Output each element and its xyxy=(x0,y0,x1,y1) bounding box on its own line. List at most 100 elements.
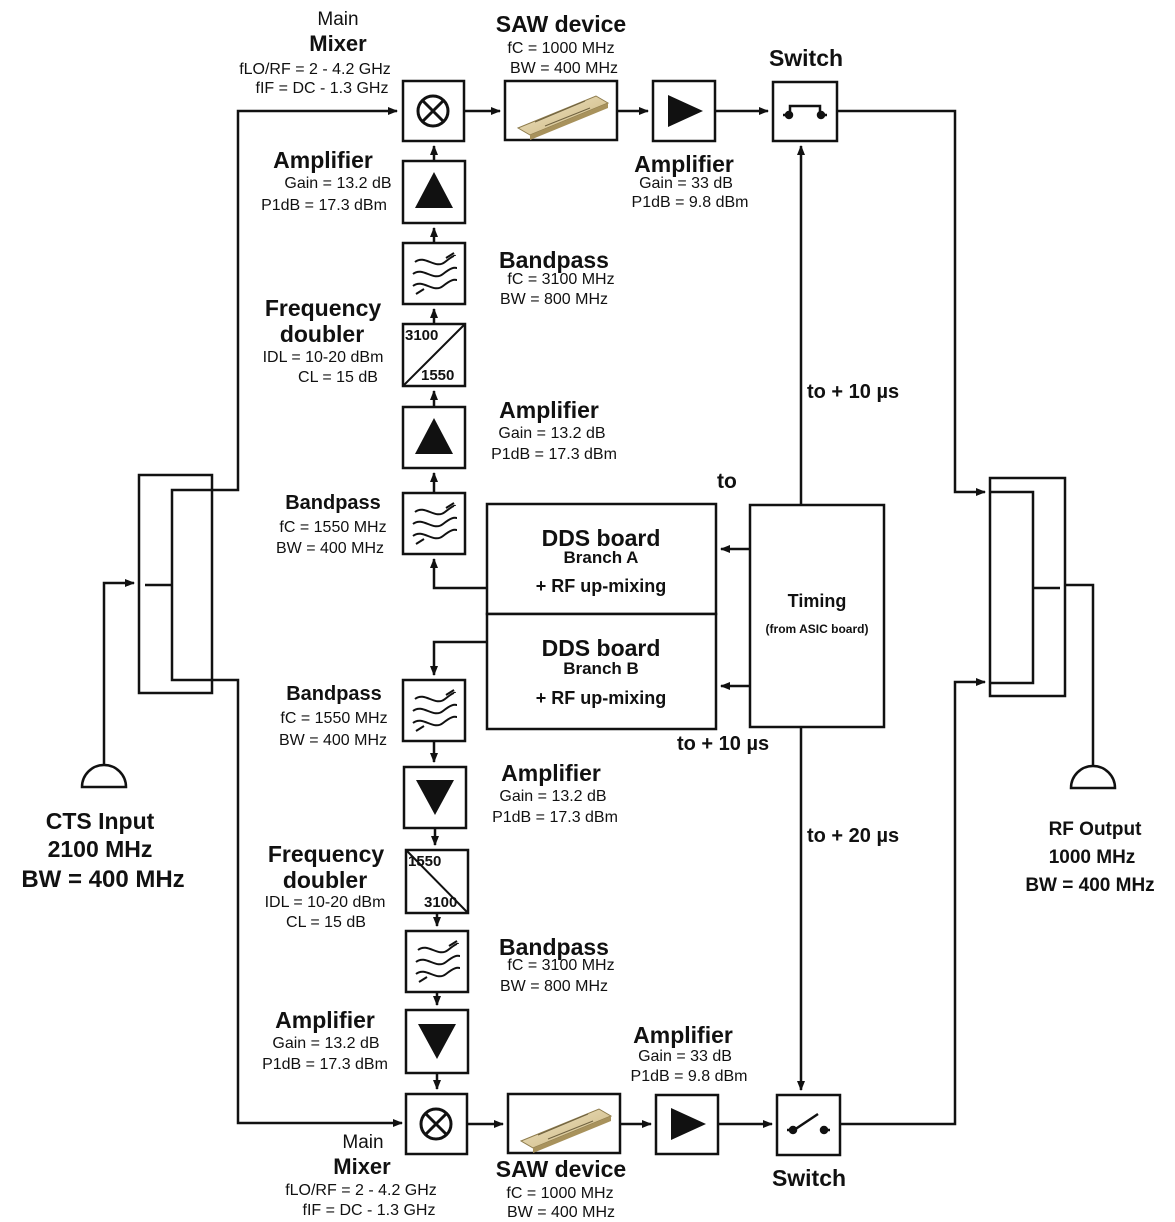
mixer-a-icon xyxy=(416,94,450,128)
saw-b-name: SAW device xyxy=(495,1156,627,1182)
input-freq: 2100 MHz xyxy=(47,836,153,862)
output-amp-b-icon xyxy=(671,1108,706,1140)
switch-a-icon xyxy=(783,104,827,120)
amp-a-mid-name: Amplifier xyxy=(499,397,599,423)
bandpass-a-1550 xyxy=(401,491,467,556)
output-antenna-icon xyxy=(1069,764,1117,790)
amp-a-top-param1: Gain = 13.2 dB xyxy=(284,175,392,192)
output-amp-a-param2: P1dB = 9.8 dBm xyxy=(631,194,749,211)
mixer-b-icon xyxy=(419,1107,453,1141)
amp-b-1-param2: P1dB = 17.3 dBm xyxy=(492,809,618,826)
amp-b-1-name: Amplifier xyxy=(501,760,601,786)
amp-b-2-icon xyxy=(418,1024,456,1059)
saw-b-param2: BW = 400 MHz xyxy=(506,1204,616,1221)
amp-a-top-icon xyxy=(415,172,453,208)
output-amp-b-name: Amplifier xyxy=(633,1022,733,1048)
saw-a-name: SAW device xyxy=(495,11,627,37)
output-amp-b-param2: P1dB = 9.8 dBm xyxy=(630,1068,748,1085)
mixer-a-param2: fIF = DC - 1.3 GHz xyxy=(255,80,389,97)
bp-a-3100-param2: BW = 800 MHz xyxy=(499,291,609,308)
amp-a-top-name: Amplifier xyxy=(273,147,373,173)
switch-b-icon xyxy=(787,1112,830,1135)
doubler-b-param2: CL = 15 dB xyxy=(286,914,366,931)
timing-t0-plus-20: to + 20 µs xyxy=(807,825,900,847)
input-title: CTS Input xyxy=(45,808,155,834)
doubler-a-param1: IDL = 10-20 dBm xyxy=(262,349,384,366)
bandpass-b-1550 xyxy=(401,678,467,743)
timing-t0-plus-10-top: to + 10 µs xyxy=(807,381,900,403)
dds-b-sub: + RF up-mixing xyxy=(535,688,667,708)
timing-t0: to xyxy=(717,470,737,493)
doubler-a-name1: Frequency xyxy=(264,295,382,321)
bp-b-3100-param1: fC = 3100 MHz xyxy=(507,957,615,974)
timing-sub: (from ASIC board) xyxy=(765,622,869,636)
amp-b-1-icon xyxy=(416,780,454,815)
doubler-b-icon xyxy=(405,849,469,914)
bp-b-1550-param1: fC = 1550 MHz xyxy=(280,710,388,727)
timing-block xyxy=(748,503,886,729)
amp-a-mid-param1: Gain = 13.2 dB xyxy=(498,425,606,442)
output-bw: BW = 400 MHz xyxy=(1025,875,1155,896)
input-antenna-icon xyxy=(80,763,128,789)
amp-a-mid-icon xyxy=(415,418,453,454)
switch-a-name: Switch xyxy=(768,45,844,71)
mixer-b-name1: Main xyxy=(342,1132,384,1153)
timing-t0-plus-10-dds: to + 10 µs xyxy=(677,733,770,755)
mixer-b-param1: fLO/RF = 2 - 4.2 GHz xyxy=(285,1182,437,1199)
doubler-a-param2: CL = 15 dB xyxy=(298,369,378,386)
amp-a-mid xyxy=(401,405,467,470)
dds-a-title: DDS board xyxy=(541,525,661,551)
doubler-a-top-label: 3100 xyxy=(405,327,439,344)
saw-a-param1: fC = 1000 MHz xyxy=(507,40,615,57)
dds-a-branch: Branch A xyxy=(563,548,639,567)
saw-a-param2: BW = 400 MHz xyxy=(509,60,619,77)
doubler-a-bottom-label: 1550 xyxy=(421,367,455,384)
output-amp-a-param1: Gain = 33 dB xyxy=(639,175,733,192)
dds-board-b xyxy=(485,612,718,731)
input-bw: BW = 400 MHz xyxy=(21,866,185,893)
mixer-a-name2: Mixer xyxy=(309,31,367,56)
doubler-a-name2: doubler xyxy=(279,321,365,347)
switch-b xyxy=(775,1093,842,1157)
bp-a-3100-param1: fC = 3100 MHz xyxy=(507,271,615,288)
switch-b-name: Switch xyxy=(771,1165,847,1191)
bp-b-3100-name: Bandpass xyxy=(499,934,609,960)
amp-b-2-param2: P1dB = 17.3 dBm xyxy=(262,1056,388,1073)
mixer-b-param2: fIF = DC - 1.3 GHz xyxy=(302,1202,436,1219)
doubler-b-param1: IDL = 10-20 dBm xyxy=(264,894,386,911)
mixer-a-param1: fLO/RF = 2 - 4.2 GHz xyxy=(239,61,391,78)
bandpass-a-1550-icon xyxy=(412,502,458,545)
switch-a xyxy=(771,80,839,143)
output-amp-a-icon xyxy=(668,95,703,127)
dds-a-sub: + RF up-mixing xyxy=(535,576,667,596)
doubler-b-name2: doubler xyxy=(282,867,368,893)
dds-b-branch: Branch B xyxy=(563,659,639,678)
timing-title: Timing xyxy=(787,591,847,611)
saw-a-image xyxy=(516,95,610,140)
amp-a-top-param2: P1dB = 17.3 dBm xyxy=(261,197,387,214)
output-freq: 1000 MHz xyxy=(1048,847,1136,868)
saw-b-param1: fC = 1000 MHz xyxy=(506,1185,614,1202)
mixer-b-name2: Mixer xyxy=(333,1154,391,1179)
doubler-b-top-label: 1550 xyxy=(408,853,442,870)
dds-b-title: DDS board xyxy=(541,635,661,661)
bandpass-a-3100-icon xyxy=(412,252,458,295)
bandpass-b-3100 xyxy=(404,929,470,994)
output-amp-b-param1: Gain = 33 dB xyxy=(638,1048,732,1065)
doubler-b-bottom-label: 3100 xyxy=(424,894,458,911)
bandpass-a-3100 xyxy=(401,241,467,306)
bp-a-3100-name: Bandpass xyxy=(499,247,609,273)
amp-a-mid-param2: P1dB = 17.3 dBm xyxy=(491,446,617,463)
doubler-a-icon xyxy=(402,323,466,387)
amp-b-2-name: Amplifier xyxy=(275,1007,375,1033)
output-amp-a-name: Amplifier xyxy=(634,151,734,177)
saw-b-image xyxy=(519,1108,613,1153)
mixer-b xyxy=(404,1092,469,1156)
bandpass-b-3100-icon xyxy=(415,940,461,983)
bandpass-b-1550-icon xyxy=(412,689,458,732)
bp-a-1550-param1: fC = 1550 MHz xyxy=(279,519,387,536)
amp-b-2-param1: Gain = 13.2 dB xyxy=(272,1035,380,1052)
bp-a-1550-param2: BW = 400 MHz xyxy=(275,540,385,557)
bp-b-3100-param2: BW = 800 MHz xyxy=(499,978,609,995)
